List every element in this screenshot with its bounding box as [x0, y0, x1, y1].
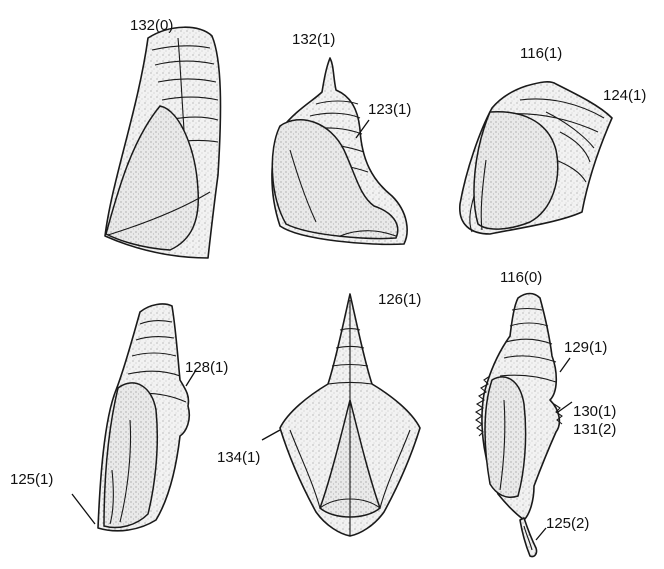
pupa-5: 126(1) 134(1)	[217, 291, 421, 536]
label-125-1: 125(1)	[10, 471, 53, 488]
label-128-1: 128(1)	[185, 359, 228, 376]
label-123-1: 123(1)	[368, 101, 411, 118]
label-116-1: 116(1)	[520, 45, 562, 62]
label-124-1: 124(1)	[603, 87, 646, 104]
pupa-1: 132(0)	[105, 17, 220, 258]
pupa-2: 132(1) 123(1)	[272, 31, 411, 244]
label-116-0: 116(0)	[500, 269, 542, 286]
label-125-2: 125(2)	[546, 515, 589, 532]
pupa-3: 116(1) 124(1)	[460, 45, 647, 234]
label-129-1: 129(1)	[564, 339, 607, 356]
pupa-4: 128(1) 125(1)	[10, 304, 228, 531]
label-126-1: 126(1)	[378, 291, 421, 308]
label-131-2: 131(2)	[573, 421, 616, 438]
label-132-0: 132(0)	[130, 17, 173, 34]
label-130-1: 130(1)	[573, 403, 616, 420]
label-132-1: 132(1)	[292, 31, 335, 48]
pupa-6: 116(0) 129(1) 130(1) 131(2) 125(2)	[476, 269, 616, 557]
label-134-1: 134(1)	[217, 449, 260, 466]
